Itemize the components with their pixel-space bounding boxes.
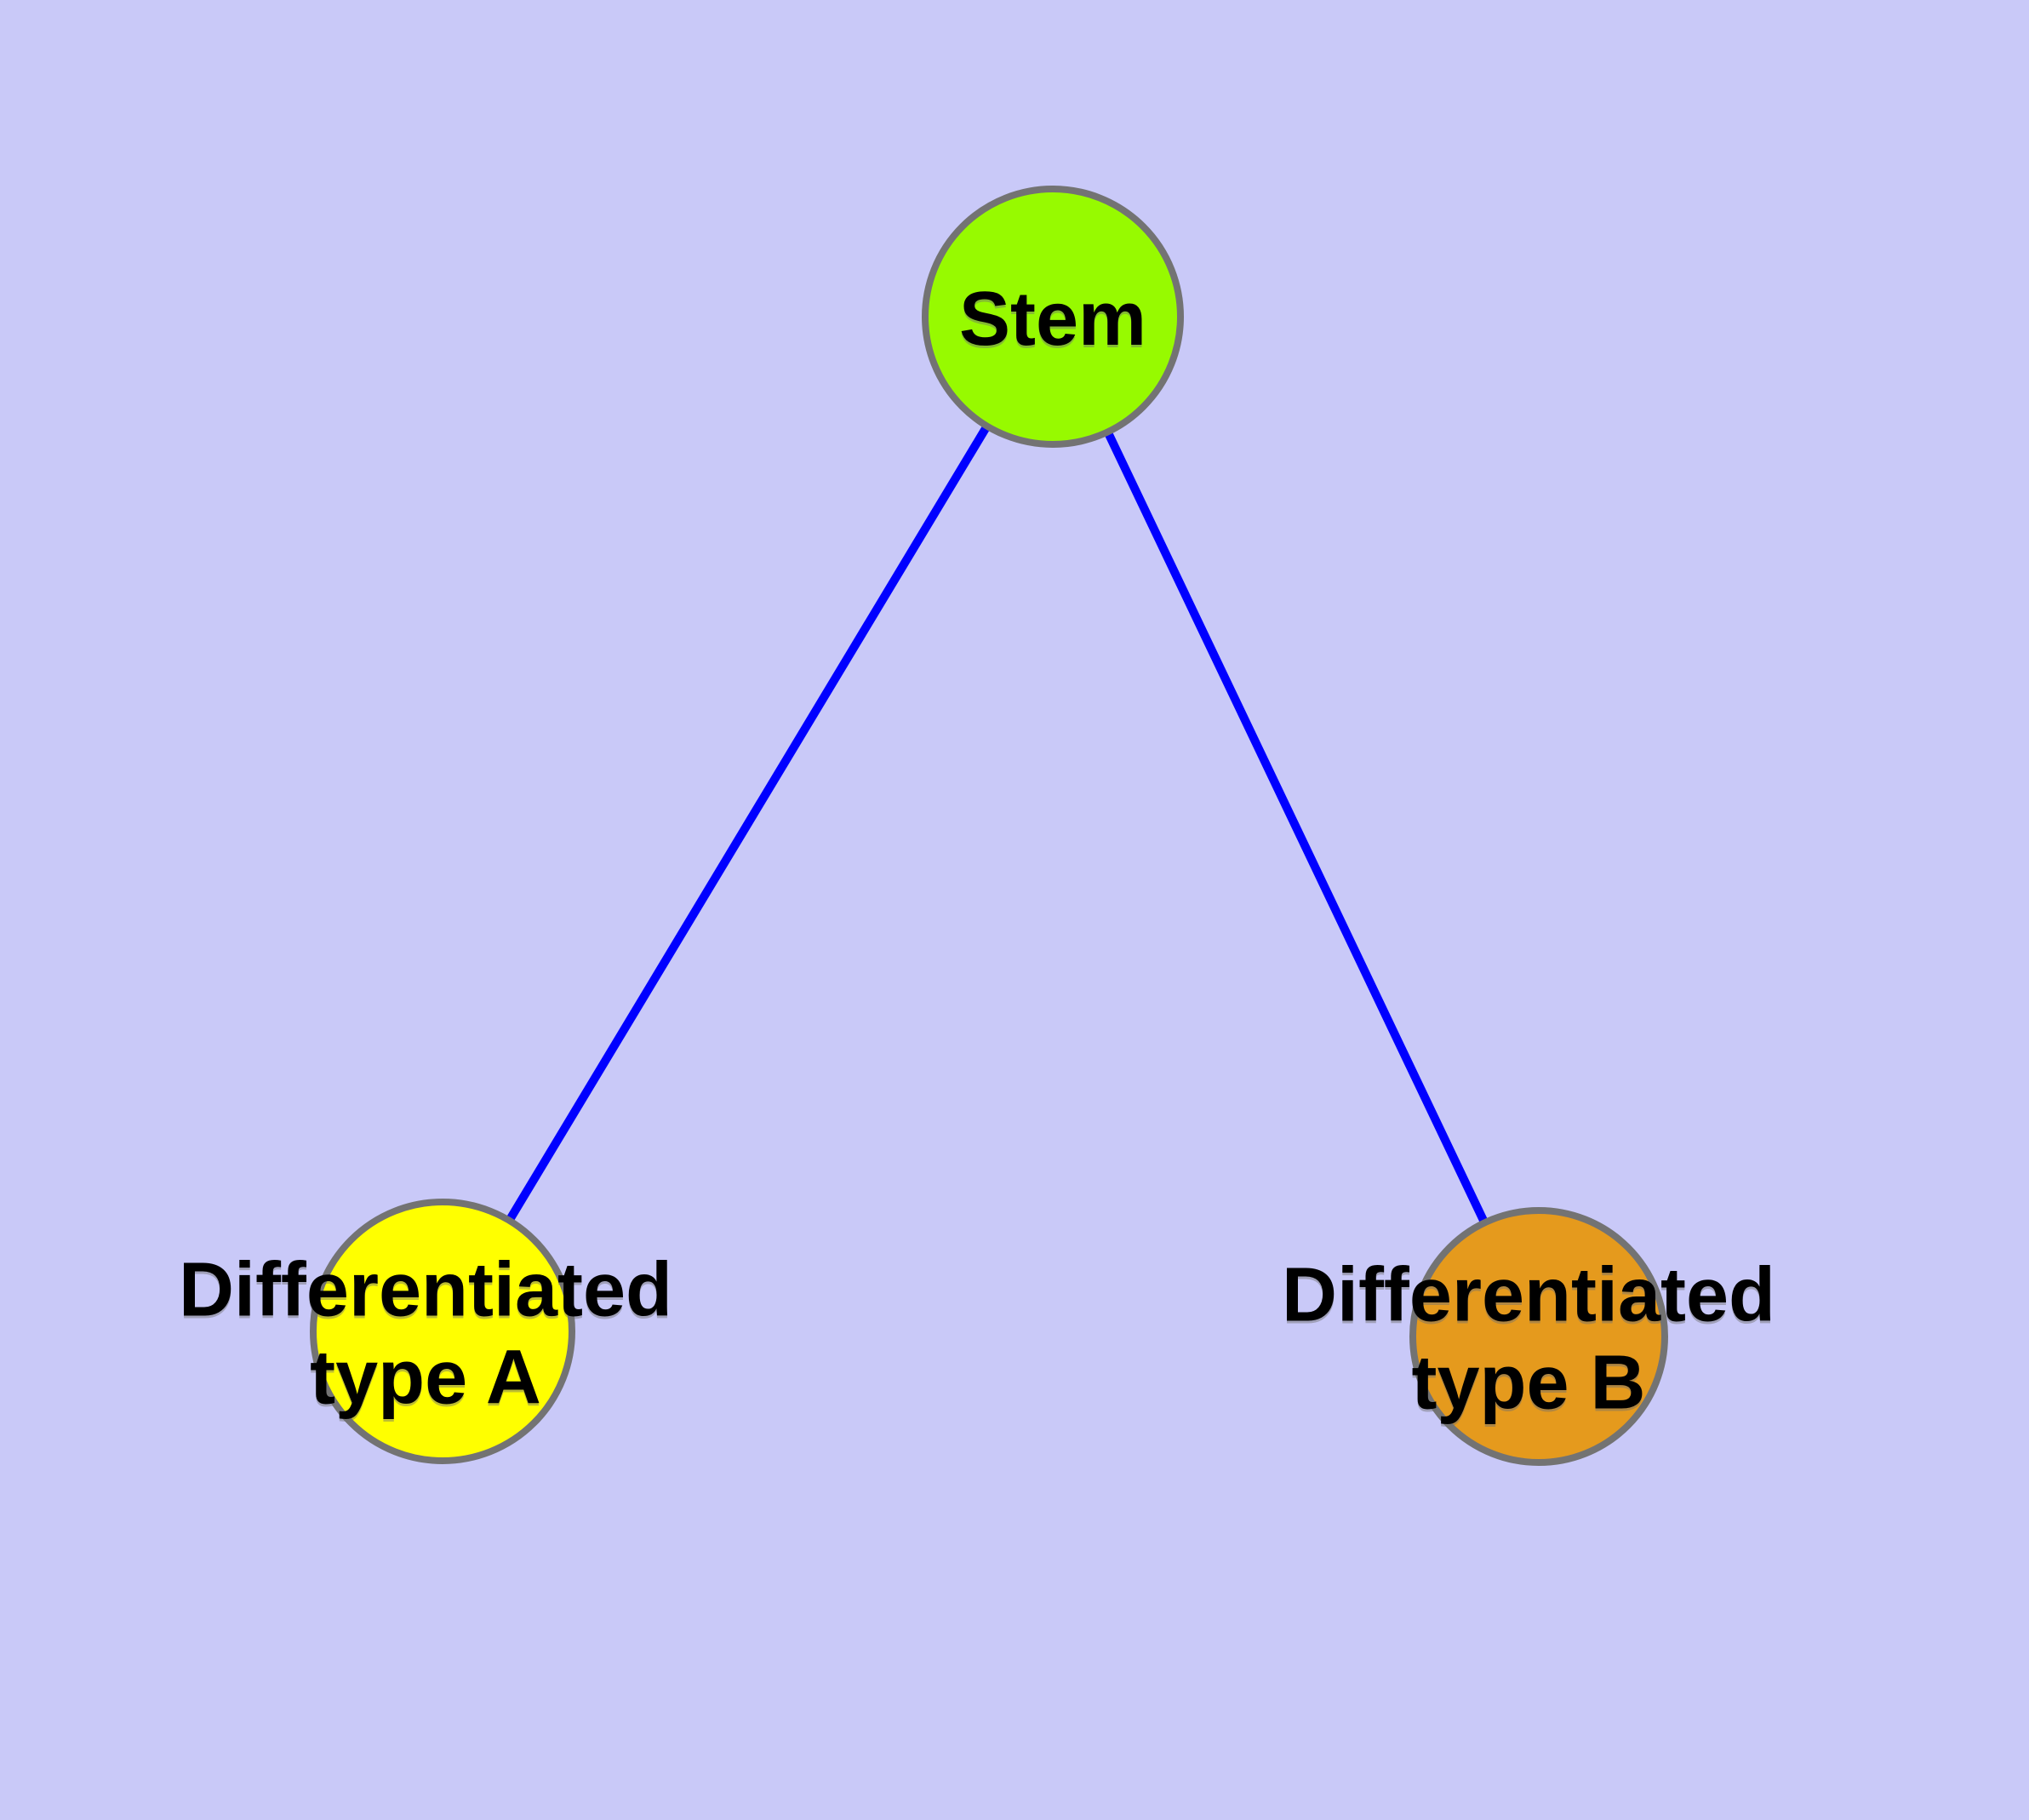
node-differentiated-type-b-label-shadow-line-2: type B bbox=[1411, 1343, 1645, 1428]
edge-stem-to-type-b bbox=[1049, 314, 1543, 1339]
node-differentiated-type-b-circle bbox=[1409, 1207, 1668, 1466]
node-stem-label-shadow: Stem bbox=[959, 279, 1146, 364]
node-stem-label-line-1: Stem bbox=[959, 277, 1146, 362]
edge-stem-to-type-a bbox=[438, 314, 1057, 1334]
node-stem-label-shadow-line-1: Stem bbox=[959, 279, 1146, 364]
node-differentiated-type-a-label-line-2: type A bbox=[310, 1336, 541, 1421]
node-differentiated-type-b-label-line-1: Differentiated bbox=[1282, 1253, 1775, 1338]
node-stem-label: Stem bbox=[959, 277, 1146, 362]
node-differentiated-type-a-label-line-1: Differentiated bbox=[179, 1248, 672, 1333]
node-differentiated-type-a-label-shadow-line-1: Differentiated bbox=[179, 1251, 672, 1336]
node-differentiated-type-b-label-shadow-line-1: Differentiated bbox=[1282, 1256, 1775, 1341]
node-differentiated-type-a-circle bbox=[310, 1199, 575, 1464]
node-stem-circle bbox=[922, 186, 1184, 448]
node-differentiated-type-b-label-line-2: type B bbox=[1411, 1341, 1645, 1426]
node-differentiated-type-a-label-shadow-line-2: type A bbox=[310, 1338, 541, 1423]
